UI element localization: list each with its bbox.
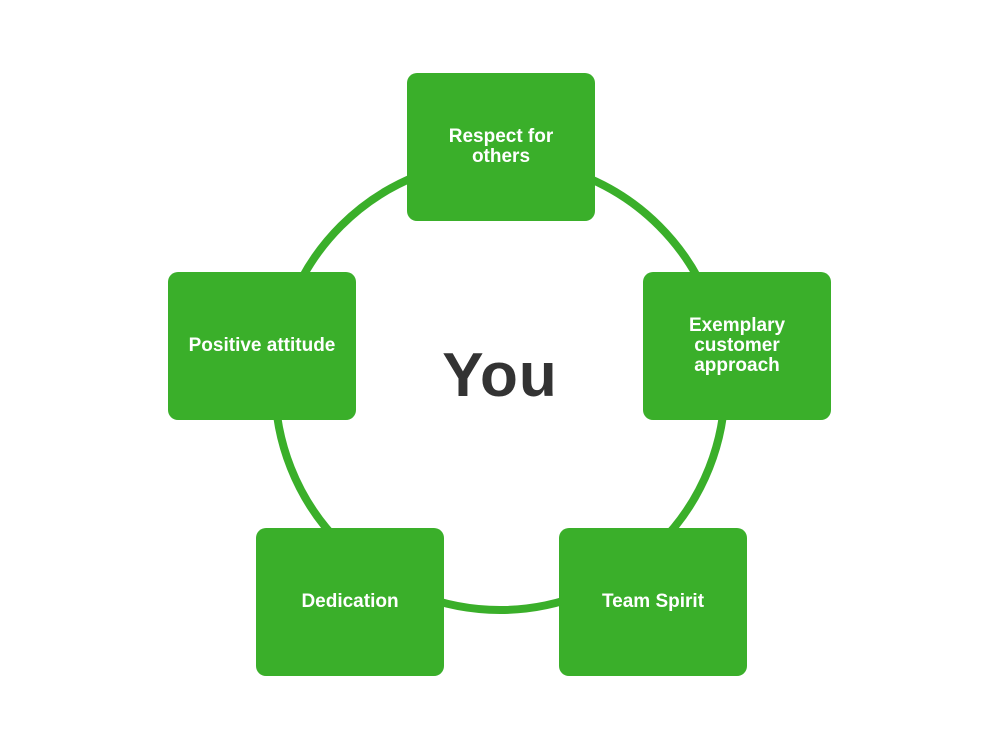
node-exemplary-customer-approach: Exemplary customer approach: [643, 272, 831, 420]
node-label-positive-attitude: Positive attitude: [188, 335, 336, 356]
node-label-dedication: Dedication: [301, 591, 399, 612]
node-label-team-spirit: Team Spirit: [601, 591, 705, 612]
node-label-respect-for-others: Respect for others: [448, 126, 554, 167]
center-label: You: [442, 340, 558, 410]
node-positive-attitude: Positive attitude: [168, 272, 356, 420]
node-respect-for-others: Respect for others: [407, 73, 595, 221]
node-label-exemplary-customer-approach: Exemplary customer approach: [688, 315, 786, 376]
node-dedication: Dedication: [256, 528, 444, 676]
node-team-spirit: Team Spirit: [559, 528, 747, 676]
